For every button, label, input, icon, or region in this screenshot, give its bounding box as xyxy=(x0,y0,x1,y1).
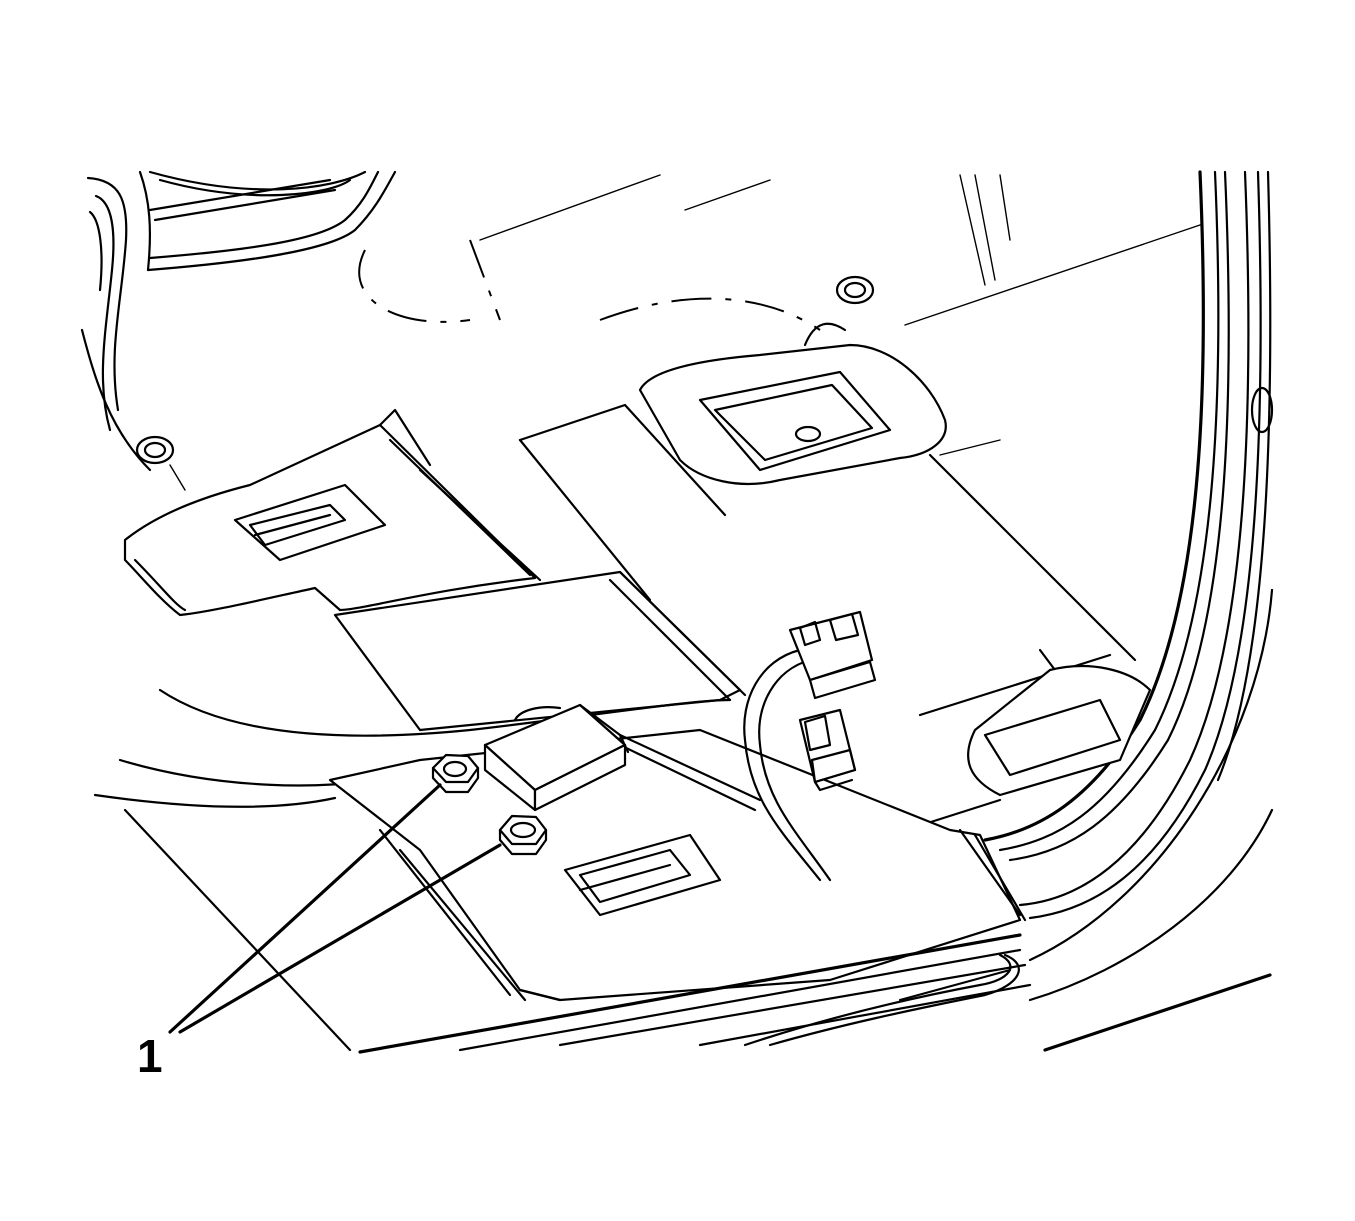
left-grommet xyxy=(135,435,186,491)
door-frame-sweep xyxy=(983,170,1274,1052)
upper-left-trim-panel xyxy=(80,170,397,472)
fastener-nut-1 xyxy=(431,753,480,794)
sloped-channel xyxy=(333,438,747,732)
fastener-nut-2 xyxy=(498,814,548,856)
lower-harness-connector xyxy=(798,708,857,792)
callout-label-1: 1 xyxy=(137,1030,163,1082)
sill-trim xyxy=(328,728,1032,1054)
sill-slot xyxy=(563,833,722,917)
left-bracket xyxy=(123,408,537,617)
callout-leader-lines xyxy=(168,783,502,1034)
wiring-harness xyxy=(618,648,832,882)
upper-harness-connector xyxy=(788,610,877,700)
floor-contour-lines xyxy=(358,174,1201,456)
control-module xyxy=(483,703,630,812)
upper-grommet xyxy=(835,275,875,305)
upper-center-bracket xyxy=(638,322,947,486)
right-bracket xyxy=(967,664,1152,797)
